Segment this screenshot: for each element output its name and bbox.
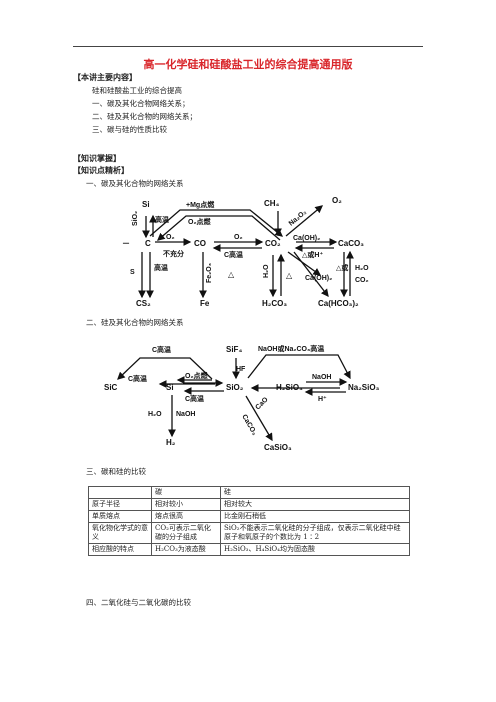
node-sio2: SiO₂ bbox=[226, 383, 244, 392]
section-4: 四、二氧化硅与二氧化碳的比较 bbox=[86, 598, 191, 607]
table-cell: H₂SiO₃、H₄SiO₄均为固态酸 bbox=[220, 543, 410, 556]
table-header-cell: 碳 bbox=[151, 486, 221, 499]
table-header-cell: 硅 bbox=[220, 486, 410, 499]
label-hplus: H⁺ bbox=[318, 395, 327, 403]
table-cell: 氧化物化学式的意义 bbox=[88, 522, 152, 544]
node-h2co3: H₂CO₃ bbox=[262, 299, 287, 308]
label-c-gaowen-sic: C高温 bbox=[128, 374, 147, 383]
node-casio3: CaSiO₃ bbox=[264, 443, 292, 452]
intro-item: 一、碳及其化合物网络关系； bbox=[92, 99, 190, 108]
node-co: CO bbox=[194, 239, 206, 248]
node-na2sio3: Na₂SiO₃ bbox=[348, 383, 380, 392]
node-o2: O₂ bbox=[332, 196, 342, 205]
label-h2o: H₂O bbox=[148, 411, 162, 418]
table-row: 相应酸的特点 H₂CO₃为液态酸 H₂SiO₃、H₄SiO₄均为固态酸 bbox=[88, 543, 410, 556]
label-h2o-2: H₂O bbox=[355, 265, 369, 272]
label-o2dr: O₂点燃 bbox=[188, 217, 212, 226]
label-buchongfen: 不充分 bbox=[163, 249, 184, 258]
label-cao: CaO bbox=[254, 396, 270, 412]
table-cell: 相对较大 bbox=[220, 498, 410, 511]
table-row: 单质熔点 熔点很高 比金刚石稍低 bbox=[88, 510, 410, 523]
node-si: Si bbox=[142, 200, 150, 209]
label-o2-co: O₂ bbox=[234, 234, 243, 241]
label-naoh-or: NaOH或Na₂CO₃高温 bbox=[258, 344, 324, 353]
label-na2o2: Na₂O₂ bbox=[288, 209, 308, 228]
node-h2: H₂ bbox=[166, 438, 176, 447]
label-gaowen-s: 高温 bbox=[154, 263, 168, 272]
table-header-cell bbox=[88, 486, 152, 499]
node-cahco3: Ca(HCO₃)₂ bbox=[318, 299, 359, 308]
header-rule bbox=[73, 46, 423, 47]
label-s: S bbox=[130, 269, 135, 276]
table-cell: H₂CO₃为液态酸 bbox=[151, 543, 221, 556]
label-delta-or-hplus: △或H⁺ bbox=[302, 250, 323, 259]
table-cell: 熔点很高 bbox=[151, 510, 221, 523]
table-cell: 相应酸的特点 bbox=[88, 543, 152, 556]
knowledge-sub: 【知识点精析】 bbox=[73, 166, 129, 175]
section-3: 三、碳和硅的比较 bbox=[86, 467, 146, 476]
node-caoh2b: Ca(OH)₂ bbox=[305, 275, 332, 282]
table-row: 原子半径 相对较小 相对较大 bbox=[88, 498, 410, 511]
label-o2dr: O₂点燃 bbox=[185, 371, 209, 380]
intro-heading: 【本讲主要内容】 bbox=[73, 73, 137, 82]
node-co2: CO₂ bbox=[265, 239, 281, 248]
label-naoh: NaOH bbox=[312, 374, 331, 381]
table-header-row: 碳 硅 bbox=[88, 486, 410, 499]
label-hf: HF bbox=[236, 366, 246, 373]
node-si: Si bbox=[166, 383, 174, 392]
node-fe: Fe bbox=[200, 299, 210, 308]
table-cell: 比金刚石稍低 bbox=[220, 510, 410, 523]
label-delta: △ bbox=[228, 270, 235, 279]
table-row: 氧化物化学式的意义 CO₂可表示二氧化碳的分子组成 SiO₂不能表示二氧化硅的分… bbox=[88, 522, 410, 544]
label-gaowen: 高温 bbox=[155, 215, 169, 224]
intro-item: 二、硅及其化合物的网络关系； bbox=[92, 112, 197, 121]
section-1: 一、碳及其化合物的网络关系 bbox=[86, 179, 184, 188]
label-fe2o3: Fe₂O₃ bbox=[206, 263, 213, 283]
knowledge-heading: 【知识掌握】 bbox=[73, 154, 121, 163]
comparison-table: 碳 硅 原子半径 相对较小 相对较大 单质熔点 熔点很高 比金刚石稍低 氧化物化… bbox=[88, 486, 410, 556]
table-cell: 原子半径 bbox=[88, 498, 152, 511]
label-c-gaowen: C高温 bbox=[224, 250, 243, 259]
label-sio2: SiO₂ bbox=[132, 211, 139, 226]
label-c-gaowen-si: C高温 bbox=[185, 394, 204, 403]
table-cell: SiO₂不能表示二氧化硅的分子组成，仅表示二氧化硅中硅原子和氧原子的个数比为 1… bbox=[220, 522, 410, 544]
label-mg: +Mg点燃 bbox=[186, 200, 215, 209]
node-sic: SiC bbox=[104, 383, 118, 392]
node-h2sio3: H₂SiO₃ bbox=[276, 383, 303, 392]
label-co2b: CO₂ bbox=[355, 277, 369, 284]
node-cs2: CS₂ bbox=[136, 299, 151, 308]
label-h2o: H₂O bbox=[263, 264, 270, 278]
intro-item: 三、碳与硅的性质比较 bbox=[92, 125, 167, 134]
table-cell: 单质熔点 bbox=[88, 510, 152, 523]
node-caco3: CaCO₃ bbox=[338, 239, 364, 248]
label-caco3: CaCO₃ bbox=[240, 414, 257, 437]
node-c: C bbox=[145, 239, 151, 248]
label-naoh-2: NaOH bbox=[176, 411, 195, 418]
table-cell: 相对较小 bbox=[151, 498, 221, 511]
label-c-gaowen-top: C高温 bbox=[152, 345, 171, 354]
node-ch4: CH₄ bbox=[264, 199, 280, 208]
node-sif4: SiF₄ bbox=[226, 345, 242, 354]
section-2: 二、硅及其化合物的网络关系 bbox=[86, 318, 184, 327]
label-delta-or: △或 bbox=[336, 263, 348, 272]
minus-sign: － bbox=[122, 239, 130, 248]
label-delta-2: △ bbox=[286, 271, 293, 280]
page-title: 高一化学硅和硅酸盐工业的综合提高通用版 bbox=[143, 58, 353, 71]
node-caoh2a: Ca(OH)₂ bbox=[293, 235, 320, 242]
intro-item: 硅和硅酸盐工业的综合提高 bbox=[92, 86, 182, 95]
label-o2: O₂ bbox=[166, 234, 175, 241]
table-cell: CO₂可表示二氧化碳的分子组成 bbox=[151, 522, 221, 544]
